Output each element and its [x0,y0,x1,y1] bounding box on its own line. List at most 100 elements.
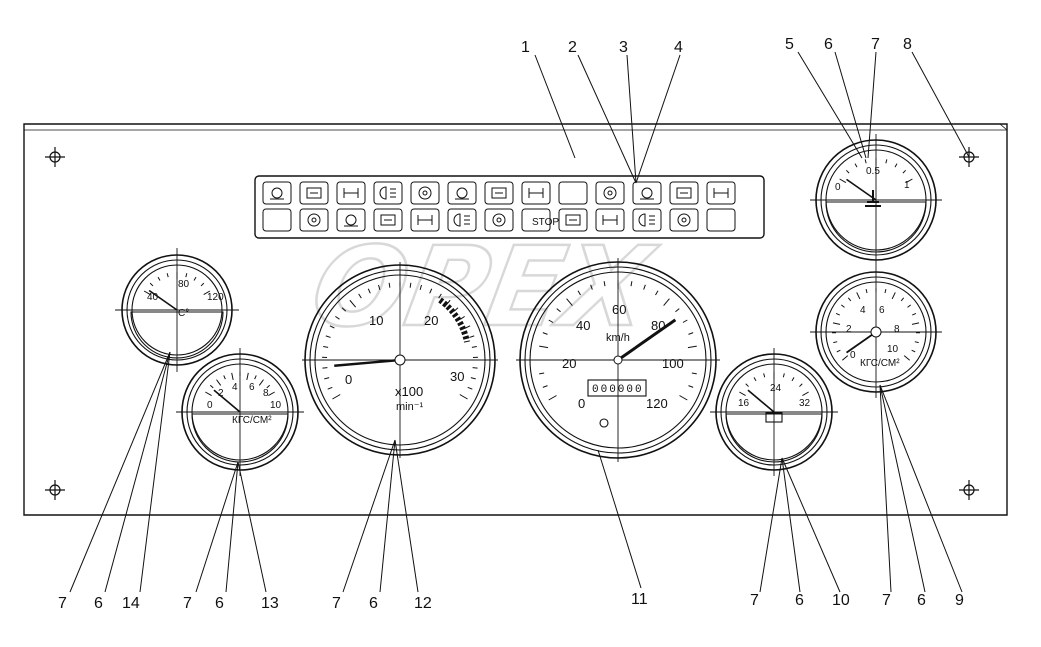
speedometer-body [516,258,720,462]
callout-6: 6 [94,595,103,612]
oil-pressure-gauge: 0 2 4 6 8 10 КГС/СМ² [207,382,282,426]
battery-icon [299,181,329,205]
turn-signal-icon [484,181,514,205]
brake-fault-icon [632,208,662,232]
callout-10: 10 [832,592,850,609]
oil-pressure-gauge-body-needle [213,389,241,413]
oil-scale-2: 2 [218,388,224,399]
speedometer: 0 20 40 60 80 100 120 km/h 000000 [562,302,684,411]
oil-level-icon [558,208,588,232]
temp-scale-40: 40 [147,292,159,303]
volt-scale-32: 32 [799,398,811,409]
temp-gauge-body [115,248,239,372]
small-pressure-gauge-body [810,134,942,266]
diff-lock-icon [669,181,699,205]
temp-scale-120: 120 [207,292,224,303]
speedo-scale-100: 100 [662,356,684,371]
glow-plug-icon [262,181,292,205]
voltmeter-body [710,348,838,476]
callout-12: 12 [414,595,432,612]
speedo-scale-80: 80 [651,318,665,333]
callout-5: 5 [785,36,794,53]
small-scale-1: 1 [904,180,910,191]
air-scale-4: 4 [860,305,866,316]
telltale-block: STOP [254,175,765,239]
tacho-scale-30: 30 [450,369,464,384]
tachometer-body-needle [334,358,401,367]
abs-icon [669,208,699,232]
tacho-scale-0: 0 [345,372,352,387]
temp-unit: C° [178,308,189,319]
air-scale-8: 8 [894,324,900,335]
speedo-scale-40: 40 [576,318,590,333]
air-pressure-gauge: 0 2 4 6 8 10 КГС/СМ² [846,305,900,369]
pressure-symbol-icon [865,190,881,207]
callout-6: 6 [917,592,926,609]
air-scale-0: 0 [850,350,856,361]
temp-gauge-body-needle [148,289,178,311]
callout-6: 6 [795,592,804,609]
voltmeter: 16 24 32 [738,383,811,409]
air-scale-10: 10 [887,344,899,355]
small-pressure-gauge-body-needle [846,178,877,201]
tacho-scale-10: 10 [369,313,383,328]
oil-scale-4: 4 [232,382,238,393]
callout-7: 7 [882,592,891,609]
callout-4: 4 [674,39,683,56]
mounting-hole [959,480,979,500]
speedo-scale-0: 0 [578,396,585,411]
tachometer: 0 10 20 30 x100 min⁻¹ [345,313,464,413]
leader-lines [69,51,970,593]
callout-13: 13 [261,595,279,612]
telltale-cell [262,208,292,232]
callout-7: 7 [332,595,341,612]
air-unit: КГС/СМ² [860,358,900,369]
tacho-unit: min⁻¹ [396,401,424,413]
temp-gauge: 40 80 120 C° [147,279,224,319]
high-beam-indicator-icon [599,418,609,428]
callout-6: 6 [824,36,833,53]
callout-7: 7 [871,36,880,53]
mounting-hole [45,480,65,500]
parking-brake-icon [299,208,329,232]
oil-scale-0: 0 [207,400,213,411]
watermark: OPEX [303,224,664,352]
callout-6: 6 [215,595,224,612]
fog-light-icon [373,181,403,205]
interaxle-lock-icon [706,181,736,205]
speedo-scale-20: 20 [562,356,576,371]
voltmeter-body-needle [747,389,775,413]
tacho-scale-20: 20 [424,313,438,328]
air-scale-2: 2 [846,324,852,335]
axle-lock-icon [632,181,662,205]
callout-7: 7 [58,595,67,612]
speedometer-body-needle [617,318,677,362]
small-scale-0: 0 [835,182,841,193]
oil-scale-6: 6 [249,382,255,393]
small-pressure-gauge: 0 0.5 1 [835,166,910,193]
callout-7: 7 [183,595,192,612]
volt-scale-24: 24 [770,383,782,394]
callout-8: 8 [903,36,912,53]
telltale-cell [706,208,736,232]
rear-fog-icon [595,181,625,205]
battery-icon [765,412,783,423]
tacho-unit-multiplier: x100 [395,384,423,399]
volt-scale-16: 16 [738,398,750,409]
panel [23,123,1008,516]
callout-6: 6 [369,595,378,612]
callout-7: 7 [750,592,759,609]
oil-scale-10: 10 [270,400,282,411]
charge-icon [410,208,440,232]
stop-lamp-label: STOP [532,217,559,228]
callout-1: 1 [521,39,530,56]
callouts: 1 2 3 4 5 6 7 8 7 6 14 7 6 13 7 6 12 11 … [58,36,964,612]
callout-2: 2 [568,39,577,56]
oil-unit: КГС/СМ² [232,415,272,426]
air-filter-icon [336,208,366,232]
tacho-red-zone [438,297,470,343]
callout-3: 3 [619,39,628,56]
telltale-cell [558,181,588,205]
air-scale-6: 6 [879,305,885,316]
